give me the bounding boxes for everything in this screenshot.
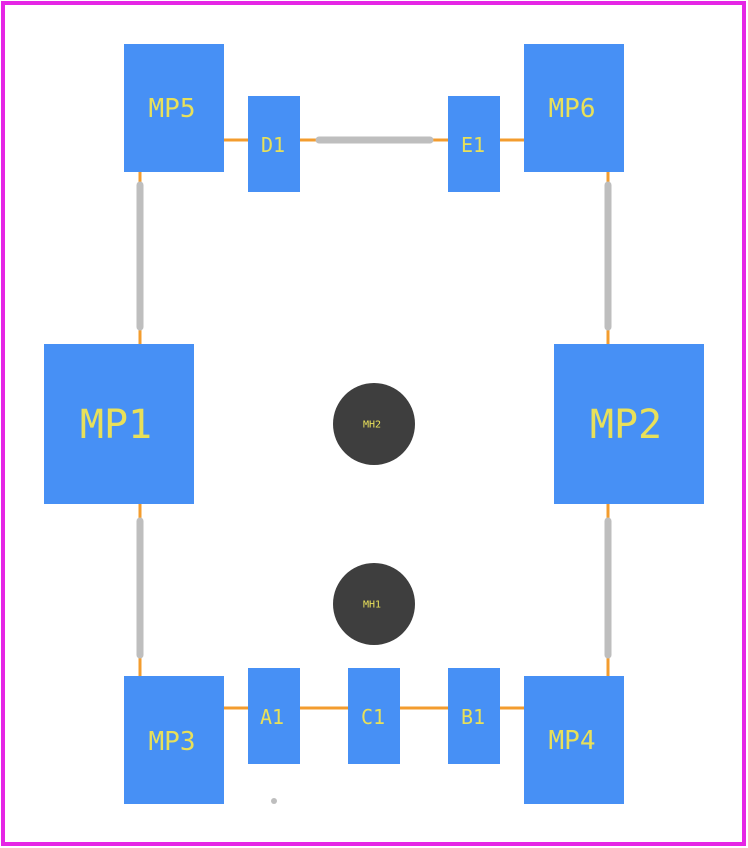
pad-label-b1: B1 (461, 705, 485, 729)
mounting-holes: MH2 MH1 (333, 383, 415, 645)
pad-label-mp4: MP4 (549, 726, 596, 756)
pad-label-mp5: MP5 (149, 94, 196, 124)
pad-mp2[interactable] (554, 344, 704, 504)
pad-label-c1: C1 (361, 705, 385, 729)
pads: MP5 D1 E1 MP6 MP1 MP2 MP3 A1 C1 B1 MP4 (44, 44, 704, 804)
pad-mp6[interactable] (524, 44, 624, 172)
pad-label-d1: D1 (261, 133, 285, 157)
mounting-hole-mh1[interactable] (333, 563, 415, 645)
pad-label-e1: E1 (461, 133, 485, 157)
pad-label-a1: A1 (260, 705, 284, 729)
pad-label-mp1: MP1 (80, 402, 152, 448)
pad-a1[interactable] (248, 668, 300, 764)
pad-mp4[interactable] (524, 676, 624, 804)
silkscreen (136, 136, 612, 659)
pad-label-mp2: MP2 (590, 402, 662, 448)
pad-mp5[interactable] (124, 44, 224, 172)
mounting-hole-mh2[interactable] (333, 383, 415, 465)
hole-label-mh1: MH1 (363, 600, 381, 611)
pad-label-mp6: MP6 (549, 94, 596, 124)
pad-c1[interactable] (348, 668, 400, 764)
pin1-marker-dot (271, 798, 277, 804)
pad-mp3[interactable] (124, 676, 224, 804)
pad-e1[interactable] (448, 96, 500, 192)
hole-label-mh2: MH2 (363, 420, 381, 431)
pad-b1[interactable] (448, 668, 500, 764)
pad-mp1[interactable] (44, 344, 194, 504)
pad-d1[interactable] (248, 96, 300, 192)
pad-label-mp3: MP3 (149, 727, 196, 757)
